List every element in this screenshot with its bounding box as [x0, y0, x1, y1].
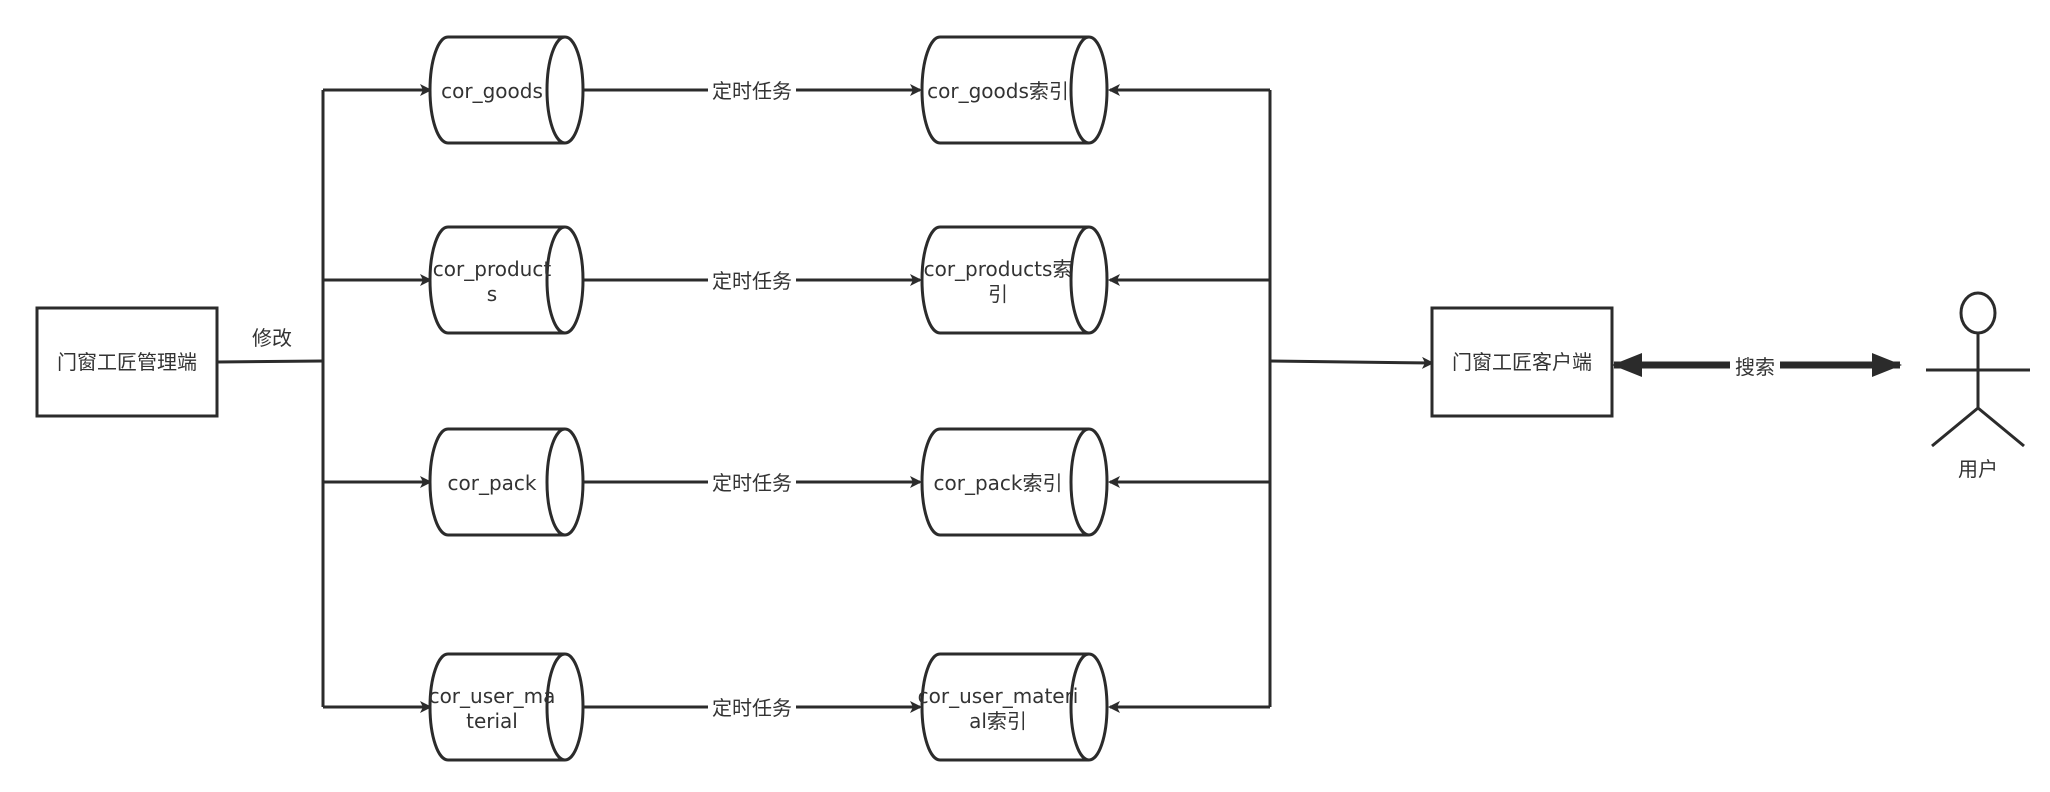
task-edge-label-1: 定时任务: [712, 269, 792, 293]
table-node-1[interactable]: cor_product s: [428, 225, 585, 335]
table-label-2: cor_pack: [448, 471, 537, 495]
modify-edge-label: 修改: [252, 326, 292, 350]
index-label-1b: 引: [988, 282, 1008, 306]
task-edge-label-0: 定时任务: [712, 79, 792, 103]
index-label-3a: cor_user_materi: [918, 684, 1079, 708]
client-node[interactable]: 门窗工匠客户端: [1430, 306, 1614, 418]
index-label-2: cor_pack索引: [934, 471, 1063, 495]
index-node-1[interactable]: cor_products索 引: [920, 225, 1109, 335]
table-label-3b: terial: [466, 709, 518, 733]
admin-node-label: 门窗工匠管理端: [57, 350, 197, 374]
search-edge-label: 搜索: [1735, 355, 1775, 379]
admin-bus: 修改: [216, 90, 325, 707]
index-node-3[interactable]: cor_user_materi al索引: [918, 652, 1109, 762]
user-icon: [1926, 291, 2030, 448]
index-label-1a: cor_products索: [924, 257, 1073, 281]
client-bus: [1108, 84, 1434, 713]
client-node-label: 门窗工匠客户端: [1452, 350, 1592, 374]
admin-node[interactable]: 门窗工匠管理端: [35, 306, 219, 418]
task-edge-label-3: 定时任务: [712, 696, 792, 720]
index-node-0[interactable]: cor_goods索引: [920, 35, 1109, 145]
table-label-0: cor_goods: [441, 79, 543, 103]
table-label-1a: cor_product: [433, 257, 552, 281]
task-edge-label-2: 定时任务: [712, 471, 792, 495]
edge-bus-client: [1269, 356, 1434, 369]
search-edge: 搜索: [1612, 352, 1902, 380]
index-label-3b: al索引: [969, 709, 1027, 733]
user-label: 用户: [1958, 457, 1998, 481]
table-node-2[interactable]: cor_pack: [428, 427, 585, 537]
user-actor[interactable]: 用户: [1926, 291, 2030, 481]
table-node-3[interactable]: cor_user_ma terial: [428, 652, 585, 762]
index-node-2[interactable]: cor_pack索引: [920, 427, 1109, 537]
bus-to-tables-edges: [323, 84, 432, 713]
table-label-3a: cor_user_ma: [429, 684, 556, 708]
task-edges: 定时任务 定时任务 定时任务 定时任务: [583, 79, 922, 720]
index-label-0: cor_goods索引: [927, 79, 1069, 103]
table-node-0[interactable]: cor_goods: [428, 35, 585, 145]
table-label-1b: s: [487, 282, 497, 306]
